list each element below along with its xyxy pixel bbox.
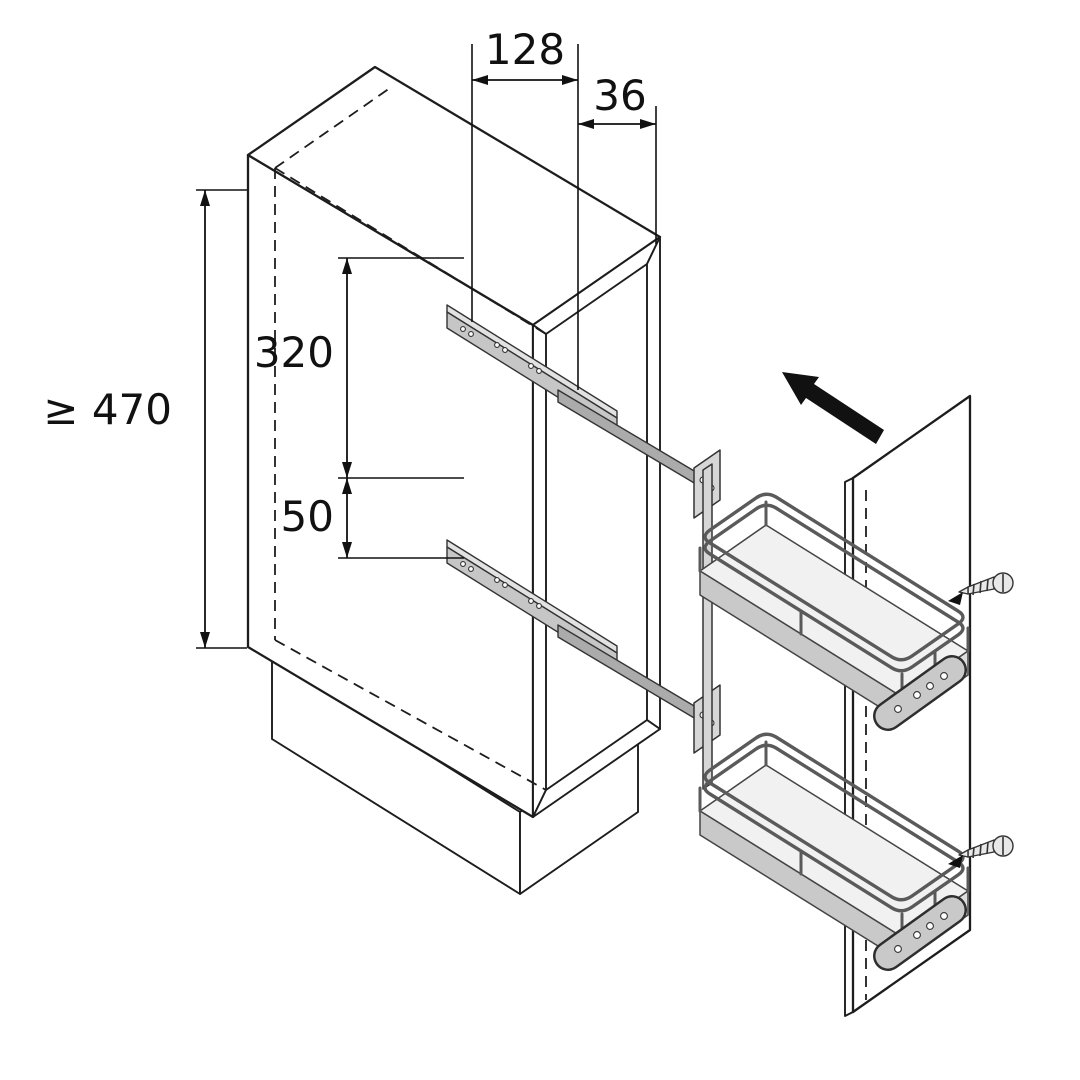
basket-gallery-rail	[703, 492, 965, 673]
basket-front-bracket	[873, 655, 967, 731]
dimension-width-128: 128	[471, 25, 579, 390]
screw-direction-arrow-icon	[948, 855, 963, 868]
cabinet-carcass	[246, 65, 662, 895]
upper-basket	[698, 492, 970, 731]
dimension-height-min-470: ≥ 470	[43, 189, 247, 649]
dim-label-470: ≥ 470	[43, 385, 172, 434]
dim-label-128: 128	[485, 25, 565, 74]
insertion-direction-arrow-icon	[782, 372, 884, 444]
pullout-frame-post	[702, 463, 713, 790]
dim-label-36: 36	[593, 71, 646, 120]
mounting-screw-top	[948, 572, 1014, 605]
dim-label-50: 50	[281, 492, 334, 541]
lower-drawer-slide	[446, 539, 721, 754]
mounting-screw-bottom	[948, 835, 1014, 868]
dim-label-320: 320	[254, 328, 334, 377]
screw-direction-arrow-icon	[948, 592, 963, 605]
dimension-spacing-320: 320	[254, 257, 464, 479]
dimension-spacing-50: 50	[281, 478, 464, 559]
hidden-edge-lines	[274, 87, 547, 791]
upper-drawer-slide	[446, 304, 721, 519]
cabinet-front-frame	[532, 236, 661, 818]
dimension-offset-36: 36	[578, 71, 657, 244]
basket-wire-posts	[698, 500, 970, 699]
